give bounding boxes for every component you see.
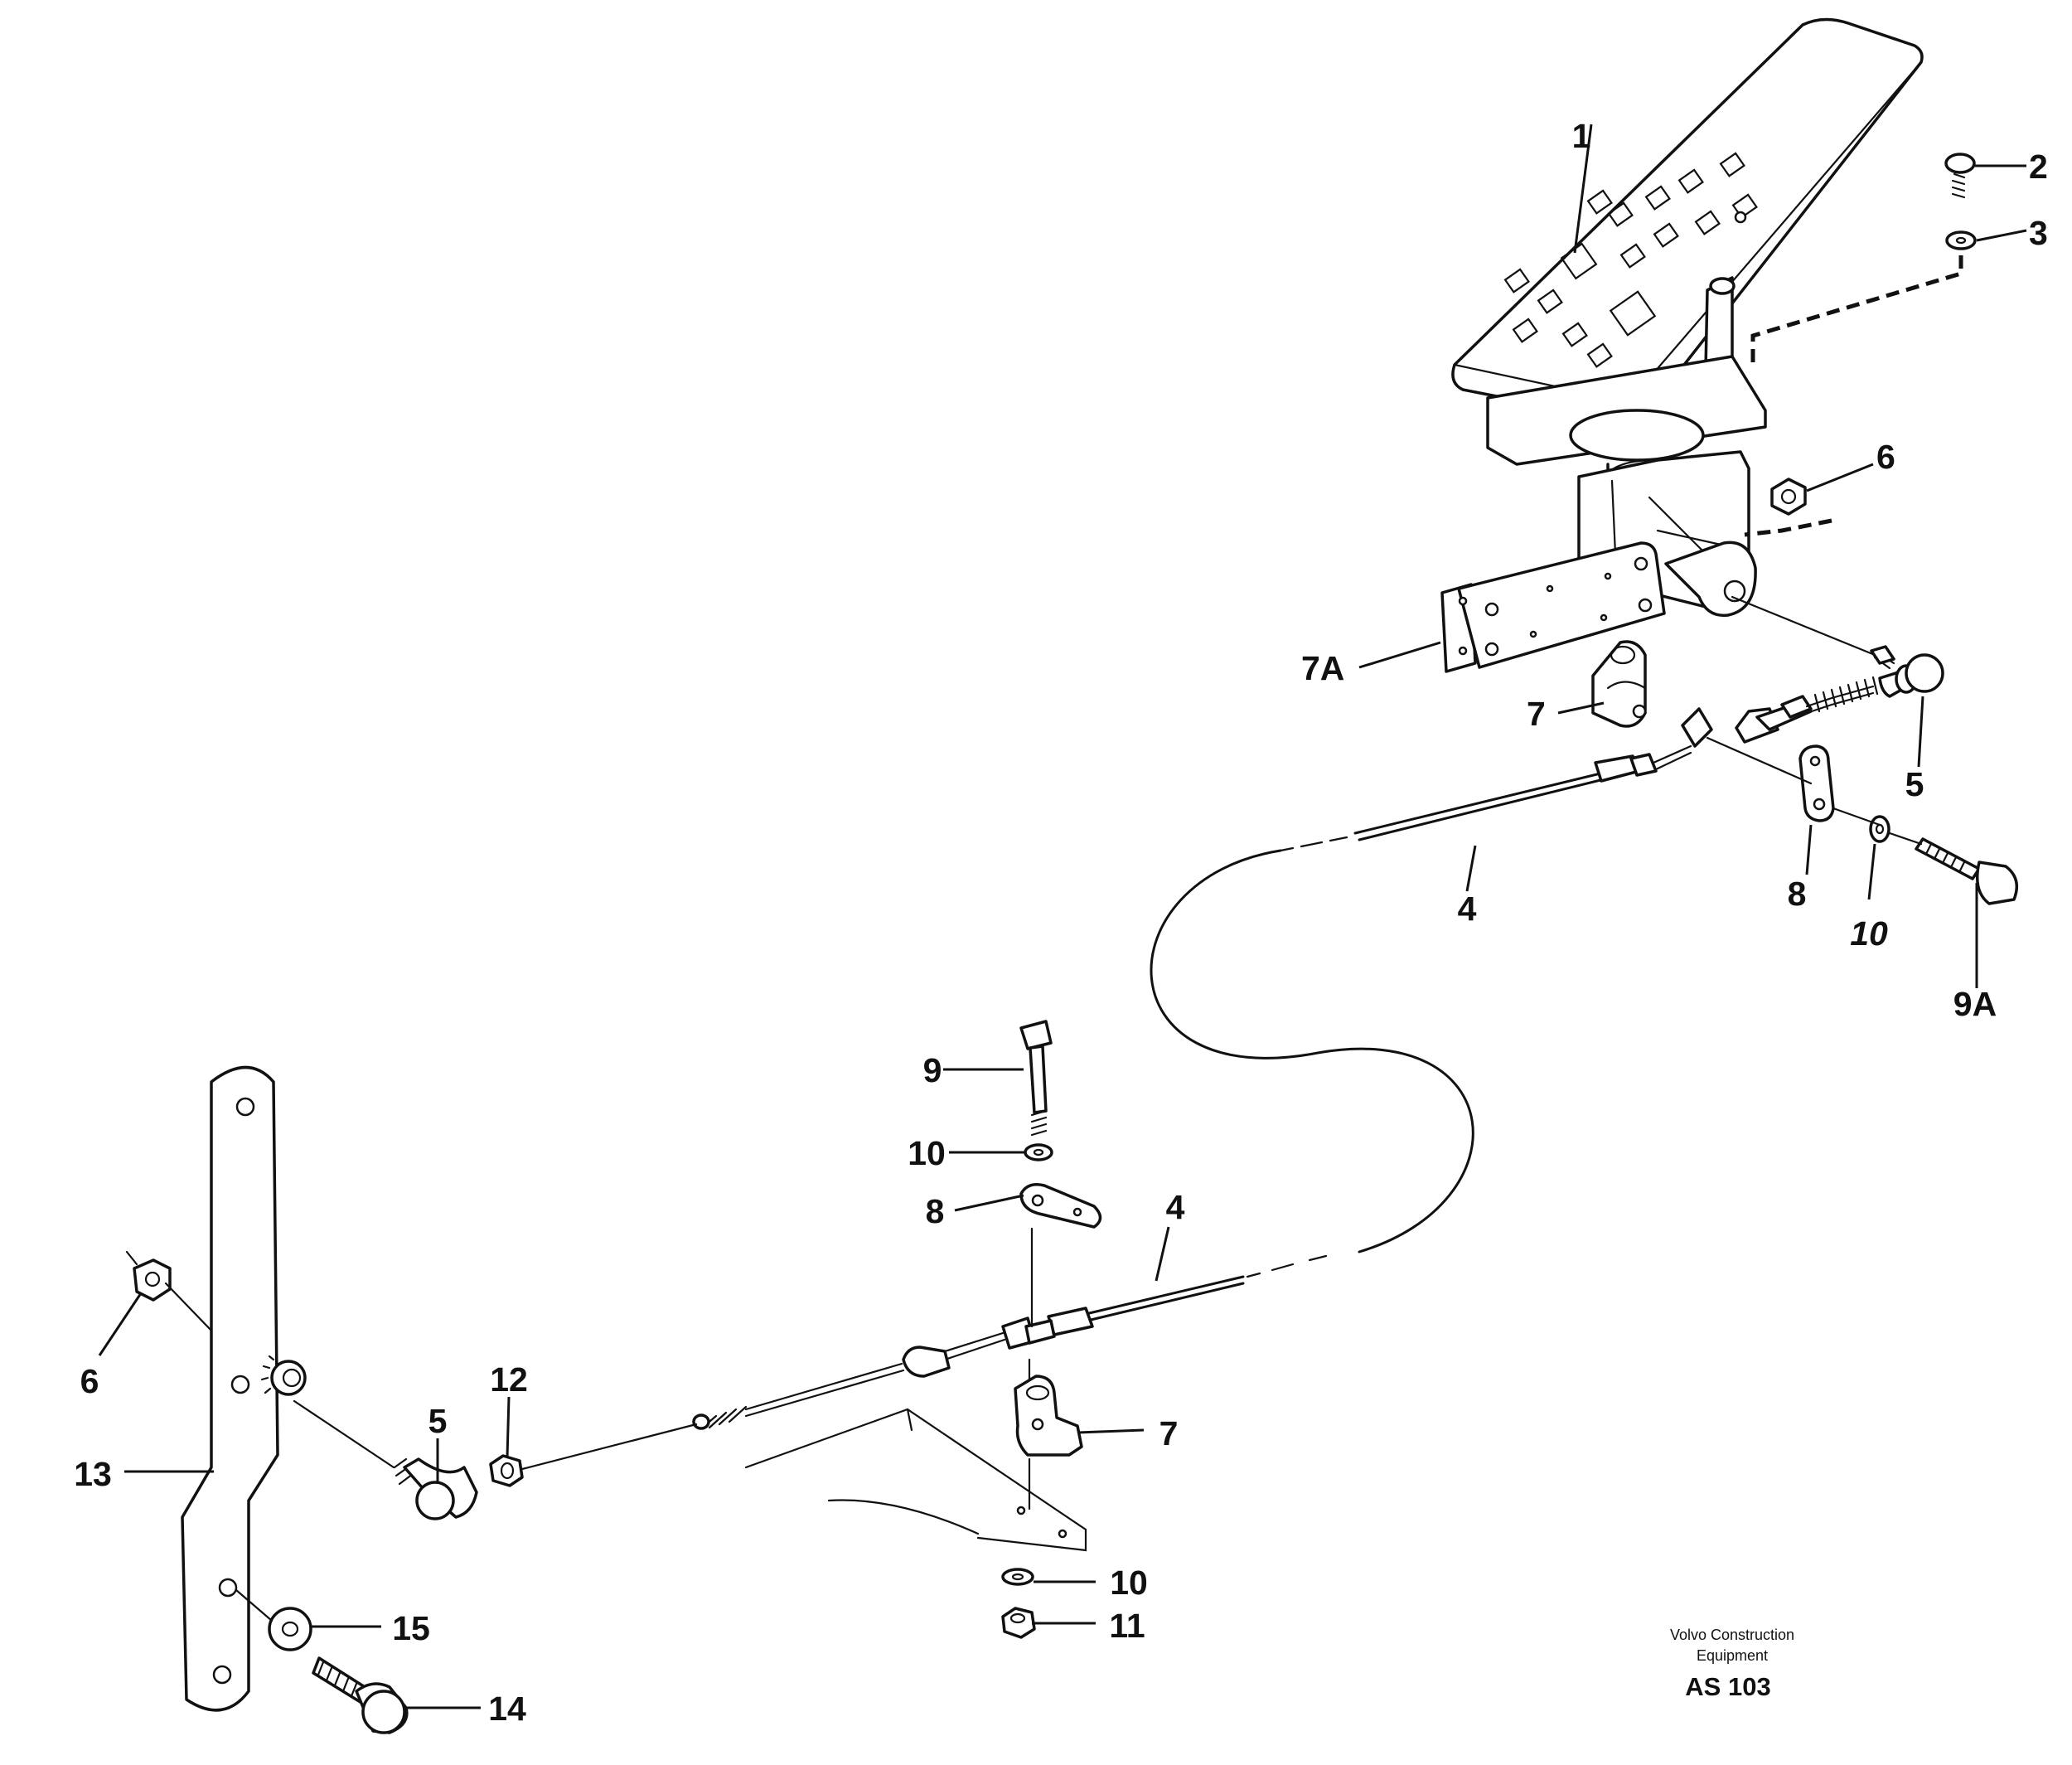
callout-10-right: 10 (1850, 914, 1888, 953)
callout-8-right: 8 (1788, 875, 1807, 913)
cable-end-upper (1681, 676, 1879, 748)
ball-joint-5-top (1870, 645, 1944, 698)
callout-7-top: 7 (1527, 695, 1546, 733)
callout-10-bottom: 10 (1110, 1564, 1148, 1602)
callout-11: 11 (1109, 1607, 1145, 1645)
mounting-bracket-floor (744, 1408, 1087, 1552)
nut-6-left (133, 1258, 172, 1302)
brand-line-2: Equipment (1697, 1647, 1768, 1664)
callout-15: 15 (392, 1609, 430, 1647)
bowden-cable-4 (692, 744, 1692, 1430)
plate-8-mid (1019, 1183, 1102, 1229)
callout-7A: 7A (1301, 649, 1344, 687)
callout-4-bottom: 4 (1166, 1188, 1185, 1226)
brand-line-1: Volvo Construction (1670, 1627, 1794, 1643)
lever-arm-13 (181, 1065, 279, 1712)
bolt-14 (312, 1656, 409, 1734)
nut-12 (489, 1454, 524, 1487)
callout-leaders (98, 124, 2027, 1709)
bolt-9A (1915, 837, 2019, 905)
callout-13: 13 (74, 1455, 112, 1493)
callout-3: 3 (2029, 214, 2048, 252)
figure-footer: Volvo Construction Equipment AS 103 (1670, 1627, 1794, 1701)
callout-2: 2 (2029, 148, 2048, 186)
cable-clamp-7-bottom (1014, 1375, 1083, 1457)
callout-9A: 9A (1953, 985, 1997, 1023)
washer-10-bottom (1001, 1568, 1034, 1586)
callout-5-bottom: 5 (428, 1402, 448, 1440)
nut-6-top (1770, 478, 1807, 516)
callout-10-mid: 10 (908, 1134, 946, 1172)
callout-9: 9 (923, 1051, 942, 1089)
callout-12: 12 (490, 1360, 528, 1399)
washer-10-mid (1024, 1143, 1053, 1161)
callout-14: 14 (488, 1690, 526, 1728)
washer-15 (268, 1607, 312, 1651)
ball-joint-5-bottom (393, 1457, 478, 1520)
callout-4-top: 4 (1458, 890, 1477, 928)
cable-clamp-7-top (1591, 640, 1647, 728)
callout-5-top: 5 (1905, 765, 1924, 803)
callout-7-bottom: 7 (1159, 1414, 1179, 1452)
accelerator-pedal (1451, 17, 1924, 424)
serrated-washer-left (260, 1355, 307, 1396)
callout-labels: 1 2 3 6 7A 7 5 4 8 10 9A 9 10 8 4 7 10 1… (74, 117, 2048, 1728)
callout-8-mid: 8 (926, 1192, 945, 1230)
figure-code: AS 103 (1685, 1672, 1770, 1701)
pedal-mounting-plate (1440, 541, 1666, 673)
washer-10-right (1869, 815, 1890, 843)
callout-1: 1 (1572, 117, 1591, 155)
plate-8-right (1798, 744, 1835, 822)
nut-11 (1001, 1607, 1036, 1639)
callout-6-left: 6 (80, 1362, 99, 1400)
callout-6-top: 6 (1876, 438, 1895, 476)
bolt-9 (1019, 1020, 1053, 1137)
screw-2 (1944, 153, 1976, 199)
washer-3 (1945, 230, 1977, 250)
